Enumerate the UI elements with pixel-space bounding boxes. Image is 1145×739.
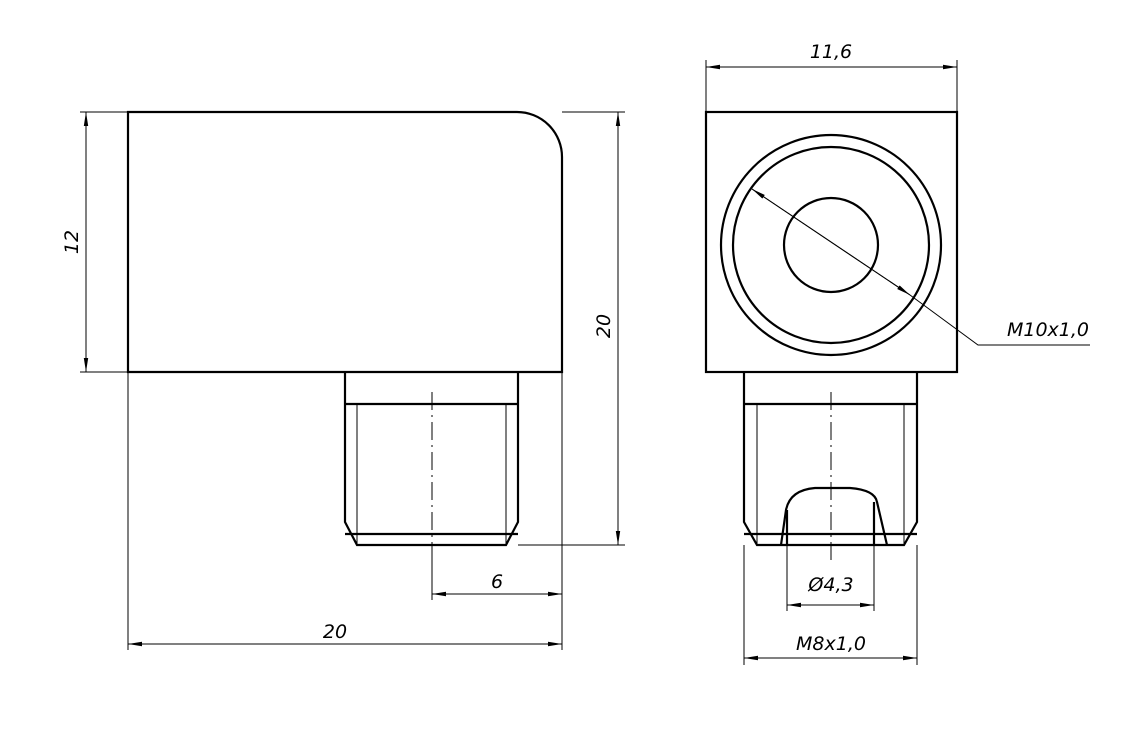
body-outline — [126, 110, 564, 374]
dimension-label: 20 — [593, 314, 615, 338]
hole-outline — [779, 486, 889, 546]
stem — [742, 372, 919, 547]
dimension-label: M10x1,0 — [1007, 319, 1089, 341]
dimension-body-height: 12 — [61, 111, 128, 373]
dimension-overall-height: 20 — [518, 111, 625, 546]
body-outline — [704, 110, 959, 374]
dimension-overall-width: 20 — [127, 372, 562, 650]
dimension-label: 12 — [61, 230, 83, 254]
port-thread-circle — [731, 145, 931, 345]
dimension-body-width: 11,6 — [705, 41, 958, 112]
port-bore-circle — [782, 196, 880, 294]
dimension-label: 6 — [491, 571, 503, 593]
dimension-label: Ø4,3 — [807, 574, 853, 596]
dimension-port-thread: M10x1,0 — [751, 188, 1090, 346]
dimension-stem-thread: M8x1,0 — [743, 545, 918, 665]
port-outer-circle — [719, 133, 943, 357]
dimension-axis-offset: 6 — [431, 372, 563, 650]
dimension-hole-diameter: Ø4,3 — [786, 545, 875, 611]
front-view: 11,6 M10x1,0 Ø4,3 M8x1,0 — [704, 41, 1090, 665]
side-view: 12 20 6 20 — [61, 110, 625, 650]
dimension-label: 11,6 — [810, 41, 852, 63]
dimension-label: M8x1,0 — [796, 633, 866, 655]
dimension-label: 20 — [323, 621, 347, 643]
